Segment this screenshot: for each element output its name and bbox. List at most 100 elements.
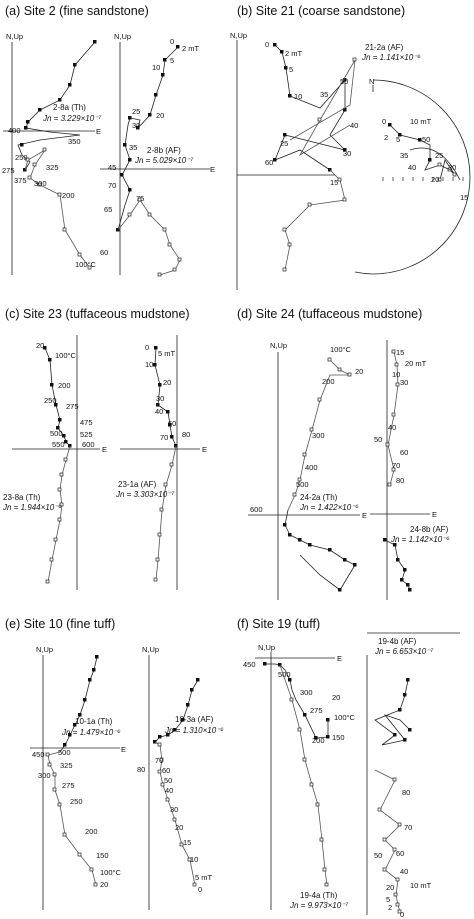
panel-e-plot2-vertical-points (157, 742, 197, 887)
panel-d-plot1-step-400: 400 (305, 463, 318, 472)
panel-e-plot2-axis-label: N,Up (142, 645, 159, 654)
panel-b-plot-axis-label: N,Up (230, 31, 247, 40)
panel-a-plot1-step-350: 350 (68, 137, 81, 146)
panel-a-plot1-step-250: 250 (15, 153, 28, 162)
panel-d-plot2-horizontal-points (383, 538, 412, 592)
panel-c-plot2-step-30: 30 (156, 394, 164, 403)
panel-c-plot1-step-600: 600 (82, 440, 95, 449)
panel-c-plot1-step-20: 20 (36, 341, 44, 350)
panel-b-stereonet-step-10: 10 mT (410, 117, 432, 126)
panel-a-title: (a) Site 2 (fine sandstone) (5, 4, 149, 18)
panel-d-plot1-e-label: E (362, 511, 367, 520)
panel-f-plot1-step-200: 200 (312, 736, 325, 745)
panel-e-plot2-step-80: 80 (137, 765, 145, 774)
panel-b-step-30: 30 (343, 149, 351, 158)
panel-e-plot2-step-5mT: 5 mT (195, 873, 213, 882)
panel-c-plot2-step-40: 40 (155, 407, 163, 416)
panel-f-plot1-step-500: 500 (278, 670, 291, 679)
panel-c-plot1-e-label: E (102, 445, 107, 454)
panel-c-plot2-horizontal-points (153, 346, 178, 448)
panel-e-plot2-step-0: 0 (198, 885, 202, 894)
panel-d-plot1-step-20: 20 (355, 367, 363, 376)
panel-d-plot2-step-80: 80 (396, 476, 404, 485)
panel-e-plot2-horizontal-points (153, 678, 200, 744)
panel-f-plot2-horizontal-points (393, 678, 412, 742)
panel-d-plot1-step-200: 200 (322, 377, 335, 386)
panel-b-stereonet-step-0: 0 (382, 117, 386, 126)
panel-c-plot1-step-525: 525 (80, 430, 93, 439)
panel-f-plot1-step-20: 20 (332, 693, 340, 702)
panel-a-plot2-step-25: 25 (132, 107, 140, 116)
panel-b-step-15: 15 (330, 178, 338, 187)
panel-e-plot2-step-40: 40 (165, 786, 173, 795)
panel-e-plot2-step-20: 20 (175, 823, 183, 832)
panel-a-plot2-vertical-points (127, 197, 182, 277)
panel-c-plot2-step-80: 80 (182, 430, 190, 439)
panel-d-plot1-horizontal-points (283, 523, 357, 592)
panel-f-title: (f) Site 19 (tuff) (237, 617, 320, 631)
panel-e-plot2-step-30: 30 (170, 805, 178, 814)
panel-d-plot2-step-15: 15 (396, 348, 404, 357)
panel-b-stereonet-north: N (369, 77, 374, 86)
panel-a-plot1-step-275: 275 (2, 166, 15, 175)
panel-b-stereonet-step-5: 5 (396, 135, 400, 144)
panel-f-plot2-step-80: 80 (402, 788, 410, 797)
panel-b-stereonet-step-20: 20 (431, 175, 439, 184)
panel-c-plot2-vertical-points (153, 462, 174, 582)
panel-f-plot2-specimen: 19-4b (AF) (378, 637, 417, 646)
panel-e-plot1-step-200: 200 (85, 827, 98, 836)
panel-c-plot2-step-20: 20 (163, 378, 171, 387)
panel-d-plot2-step-70: 70 (392, 461, 400, 470)
panel-d-plot2-e-label: E (432, 510, 437, 519)
panel-e-plot1-vertical-points (45, 752, 98, 887)
panel-c-plot2-specimen: 23-1a (AF) (118, 480, 157, 489)
panel-b-step-0: 0 (265, 40, 269, 49)
panel-a-plot2-step-70: 70 (108, 181, 116, 190)
panel-c-plot2-jn: Jn = 3.303×10⁻⁷ (115, 490, 175, 499)
panel-f-plot1-horizontal-points (263, 662, 330, 740)
panel-a-plot1-vertical-points (25, 147, 92, 270)
panel-b-step-2mT: 2 mT (285, 49, 303, 58)
panel-c-title: (c) Site 23 (tuffaceous mudstone) (5, 307, 190, 321)
panel-b-stereonet-step-30: 30 (448, 163, 456, 172)
panel-e-plot2-step-15: 15 (183, 838, 191, 847)
panel-b-step-10: 10 (294, 92, 302, 101)
panel-f-plot2-step-2: 2 (388, 903, 392, 912)
panel-c-plot1-step-475: 475 (80, 418, 93, 427)
panel-f-plot2-step-70: 70 (404, 823, 412, 832)
panel-a-plot1-step-200: 200 (62, 191, 75, 200)
panel-a-plot2-e-label: E (210, 165, 215, 174)
panel-a-plot2-step-30: 30 (132, 121, 140, 130)
panel-a-plot1-step-375: 375 (14, 176, 27, 185)
panel-c-plot2-step-0: 0 (145, 343, 149, 352)
panel-f-plot1-step-300: 300 (300, 688, 313, 697)
panel-a-plot1-specimen: 2-8a (Th) (53, 103, 86, 112)
panel-d-plot2-step-50: 50 (374, 435, 382, 444)
panel-b-stereonet-step-25: 25 (435, 151, 443, 160)
panel-e-plot1-horizontal-points (63, 655, 99, 747)
panel-e-plot1-step-100: 100°C (100, 868, 122, 877)
panel-b: (b) Site 21 (coarse sandstone) N,Up 0 2 … (230, 4, 471, 290)
panel-a-plot2-step-20: 20 (156, 111, 164, 120)
panel-d-plot1-step-300: 300 (312, 431, 325, 440)
panel-e-plot2-jn: Jn = 1.310×10⁻⁶ (164, 726, 224, 735)
panel-f-plot2-vertical-points (377, 777, 402, 914)
panel-b-stereonet-step-2: 2 (384, 133, 388, 142)
panel-b-step-5: 5 (289, 65, 293, 74)
panel-e-plot1-axis-label: N,Up (36, 645, 53, 654)
panel-d-plot1-jn: Jn = 1.422×10⁻⁶ (299, 503, 359, 512)
panel-a-plot2-axis-label: N,Up (114, 32, 131, 41)
panel-f-plot2-step-20: 20 (386, 883, 394, 892)
panel-c-plot2-step-60: 60 (168, 419, 176, 428)
panel-e-plot1-specimen: 10-1a (Th) (75, 717, 113, 726)
panel-d-plot2-vertical-points (385, 349, 400, 487)
panel-f-plot1-step-150: 150 (332, 733, 345, 742)
panel-c-plot2-step-5mT: 5 mT (158, 349, 176, 358)
panel-c-plot2-step-10: 10 (145, 360, 153, 369)
panel-a-plot2-step-5: 5 (170, 56, 174, 65)
panel-f-plot2-step-5: 5 (386, 895, 390, 904)
panel-b-step-25: 25 (280, 139, 288, 148)
panel-c-plot1-jn: Jn = 1.944×10⁻⁶ (2, 503, 62, 512)
panel-f-plot1-step-450: 450 (243, 660, 256, 669)
panel-e-plot2-specimen: 10-3a (AF) (175, 715, 214, 724)
